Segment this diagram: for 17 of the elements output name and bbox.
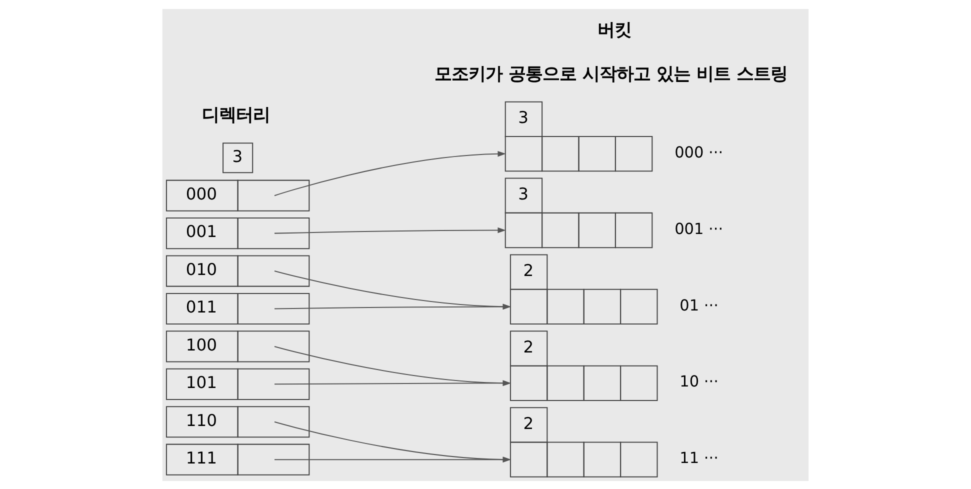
arrow <box>274 456 511 462</box>
node-box: 3 <box>222 142 254 173</box>
label: 모조키가 공통으로 시작하고 있는 비트 스트링 <box>434 64 788 84</box>
label: 버킷 <box>598 20 632 40</box>
arrow <box>274 226 506 234</box>
node-label: 11 ··· <box>680 448 719 467</box>
arrow <box>274 380 511 386</box>
node-label: 01 ··· <box>680 296 719 314</box>
node-label: 10 ··· <box>680 372 719 390</box>
node-label: 000 ··· <box>674 142 724 161</box>
arrow <box>274 345 511 386</box>
node-label: 001 ··· <box>674 219 724 238</box>
arrow <box>274 303 511 310</box>
arrow <box>274 420 511 462</box>
arrow <box>274 270 511 310</box>
label: 디렉터리 <box>202 104 270 125</box>
arrow <box>274 150 506 196</box>
